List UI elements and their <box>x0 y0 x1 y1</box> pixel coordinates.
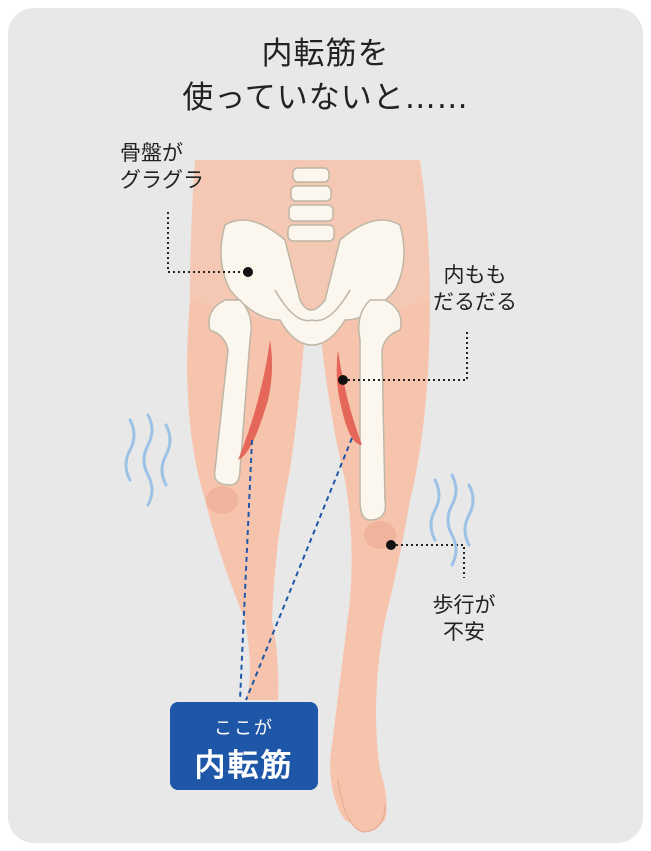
left-femur <box>358 299 402 521</box>
thigh-annotation-line-1: 内もも <box>443 263 507 287</box>
left-foot <box>337 779 386 833</box>
wobble-waves-left <box>124 413 172 507</box>
wobble-waves-right <box>429 473 475 567</box>
pelvis-dot <box>243 267 253 277</box>
pelvis-annotation: 骨盤が グラグラ <box>120 140 204 194</box>
walking-annotation-line-2: 不安 <box>443 620 485 644</box>
adductor-callout: ここが 内転筋 <box>170 702 318 790</box>
callout-line-1 <box>239 439 253 701</box>
left-leg-skin <box>320 300 430 828</box>
pelvis-annotation-line-1: 骨盤が <box>120 141 183 165</box>
right-leg-skin <box>187 300 305 700</box>
title-line-2: 使っていないと…… <box>182 80 469 116</box>
walking-annotation: 歩行が 不安 <box>424 592 504 646</box>
title-line-1: 内転筋を <box>261 36 390 72</box>
left-adductor <box>336 350 362 445</box>
right-knee <box>206 486 238 514</box>
walking-dot <box>386 540 396 550</box>
callout-big-text: 内転筋 <box>194 748 294 784</box>
diagram-title: 内転筋を 使っていないと…… <box>0 32 651 120</box>
callout-line-2 <box>245 437 353 701</box>
thigh-dot <box>338 375 348 385</box>
diagram-panel <box>8 8 643 843</box>
right-adductor <box>238 340 273 460</box>
right-femur <box>208 299 252 486</box>
pelvis-annotation-line-2: グラグラ <box>120 168 204 192</box>
callout-small-text: ここが <box>214 718 274 739</box>
walking-annotation-line-1: 歩行が <box>432 593 496 617</box>
thigh-leader <box>343 332 468 381</box>
pelvis-leader <box>167 212 248 273</box>
walking-leader <box>391 544 465 578</box>
spine <box>287 167 335 242</box>
thigh-annotation: 内もも だるだる <box>430 262 520 316</box>
thigh-annotation-line-2: だるだる <box>433 290 517 314</box>
